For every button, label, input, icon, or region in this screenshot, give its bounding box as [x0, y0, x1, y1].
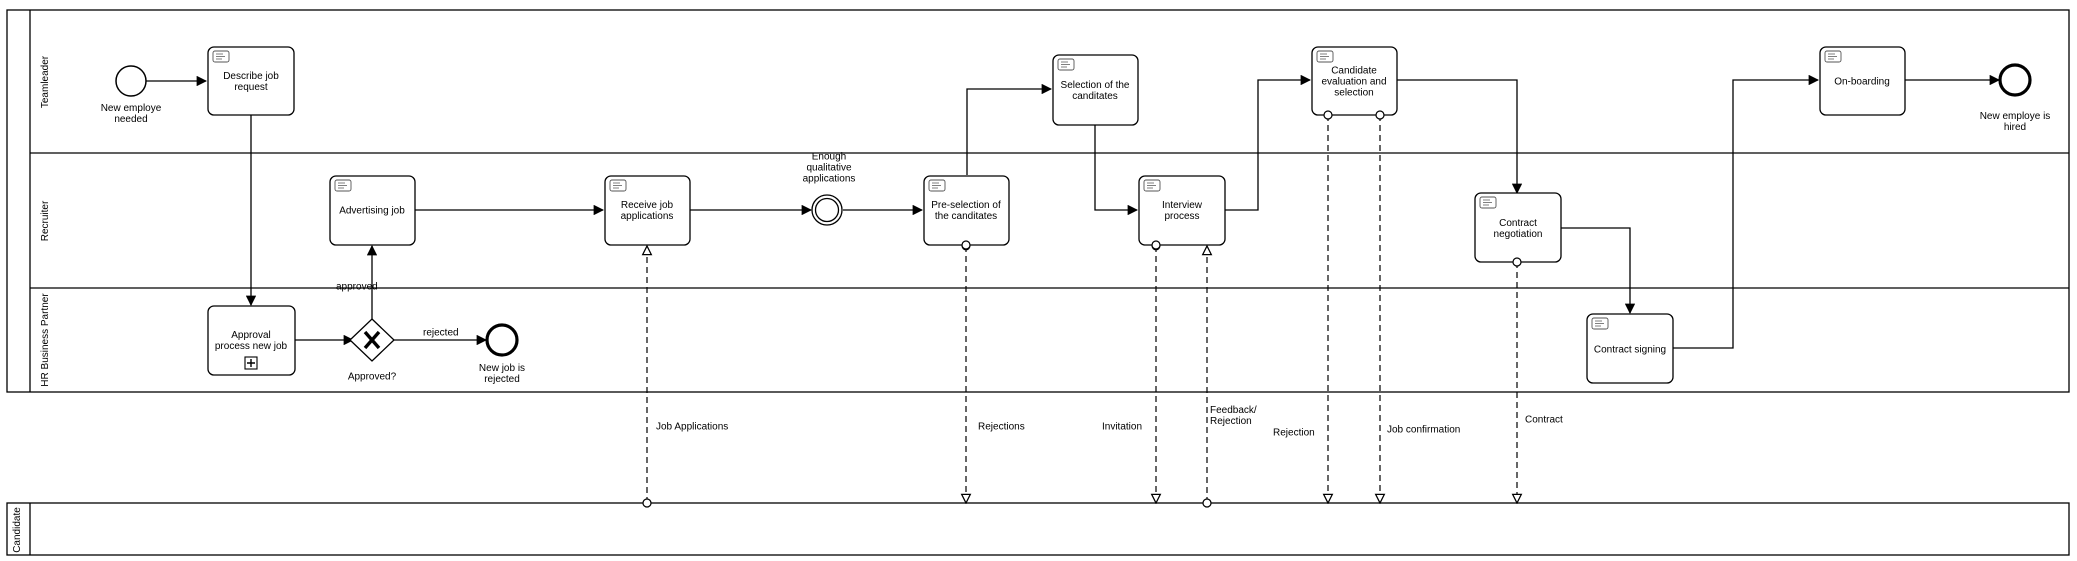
task-onboarding-label: On-boarding [1834, 77, 1890, 88]
flow-signing-onboarding [1673, 74, 1820, 349]
task-selection[interactable] [1052, 54, 1139, 126]
user-task-icon [1143, 179, 1161, 192]
start-event[interactable] [115, 65, 147, 97]
flow-interview-evaluation [1225, 74, 1312, 211]
task-receive[interactable] [604, 175, 691, 246]
message-flows [647, 115, 1517, 503]
flow-preselection-selection [966, 83, 1053, 175]
user-task-icon [1824, 50, 1842, 63]
message-label-job-confirmation: Job confirmation [1387, 425, 1460, 436]
main-pool-border [6, 9, 2070, 393]
task-evaluation[interactable] [1311, 46, 1398, 116]
pool-label-candidate: Candidate [12, 507, 23, 553]
message-label-invitation: Invitation [1102, 422, 1142, 433]
task-approval[interactable] [207, 305, 296, 376]
flow-negotiation-signing [1561, 227, 1636, 315]
exclusive-gateway[interactable] [349, 318, 395, 362]
lane-label-recruiter: Recruiter [40, 200, 51, 241]
task-signing-label: Contract signing [1594, 345, 1666, 356]
task-describe[interactable] [207, 46, 295, 116]
sequence-flows [146, 74, 2001, 349]
flow-evaluation-negotiation [1397, 79, 1523, 195]
subprocess-plus-icon [244, 356, 258, 370]
task-signing[interactable] [1586, 313, 1674, 384]
task-advertising[interactable] [329, 175, 416, 246]
user-task-icon [1479, 196, 1497, 209]
flow-label-rejected: rejected [423, 328, 459, 339]
x-icon [363, 330, 381, 350]
message-origin-markers [642, 110, 1522, 508]
user-task-icon [1591, 317, 1609, 330]
message-label-rejections: Rejections [978, 422, 1025, 433]
message-label-feedback: Feedback/Rejection [1210, 405, 1257, 427]
end-event-rejected[interactable] [485, 323, 519, 357]
user-task-icon [609, 179, 627, 192]
user-task-icon [1316, 50, 1334, 63]
message-label-job-applications: Job Applications [656, 422, 728, 433]
task-advertising-label: Advertising job [339, 206, 405, 217]
task-interview[interactable] [1138, 175, 1226, 246]
end-event-hired[interactable] [1998, 63, 2032, 97]
flow-selection-interview [1094, 125, 1139, 216]
user-task-icon [1057, 58, 1075, 71]
flow-label-approved: approved [336, 282, 378, 293]
message-label-rejection: Rejection [1273, 428, 1315, 439]
message-label-contract: Contract [1525, 415, 1563, 426]
lane-label-teamleader: Teamleader [40, 55, 51, 108]
intermediate-event[interactable] [811, 194, 843, 226]
candidate-pool [6, 502, 2070, 556]
gateway-label: Approved? [348, 372, 397, 383]
user-task-icon [334, 179, 352, 192]
task-onboarding[interactable] [1819, 46, 1906, 116]
lane-label-hr-business-partner: HR Business Partner [40, 293, 51, 387]
user-task-icon [212, 50, 230, 63]
main-pool [6, 9, 2070, 393]
user-task-icon [928, 179, 946, 192]
